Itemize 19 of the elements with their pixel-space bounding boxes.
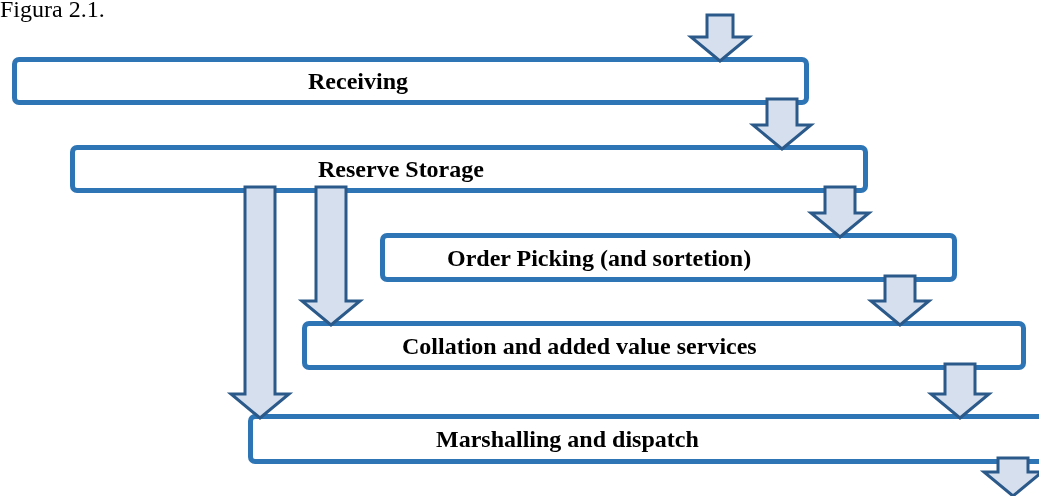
block-arrow bbox=[806, 185, 874, 239]
block-arrow bbox=[748, 97, 816, 151]
block-arrow bbox=[979, 456, 1039, 496]
step-label: Order Picking (and sortetion) bbox=[447, 244, 752, 271]
process-box bbox=[380, 233, 957, 282]
block-arrow bbox=[686, 13, 754, 63]
block-arrow bbox=[866, 274, 934, 327]
process-box bbox=[248, 414, 1039, 464]
figure-caption: Figura 2.1. bbox=[0, 0, 105, 23]
process-box bbox=[302, 321, 1026, 370]
step-label: Receiving bbox=[308, 67, 408, 95]
step-label: Reserve Storage bbox=[318, 155, 484, 183]
block-arrow bbox=[297, 185, 365, 327]
block-arrow bbox=[926, 362, 994, 420]
process-box bbox=[12, 57, 809, 105]
process-box bbox=[70, 145, 868, 193]
step-label: Collation and added value services bbox=[402, 332, 757, 359]
block-arrow bbox=[226, 185, 294, 420]
step-label: Marshalling and dispatch bbox=[436, 425, 699, 453]
